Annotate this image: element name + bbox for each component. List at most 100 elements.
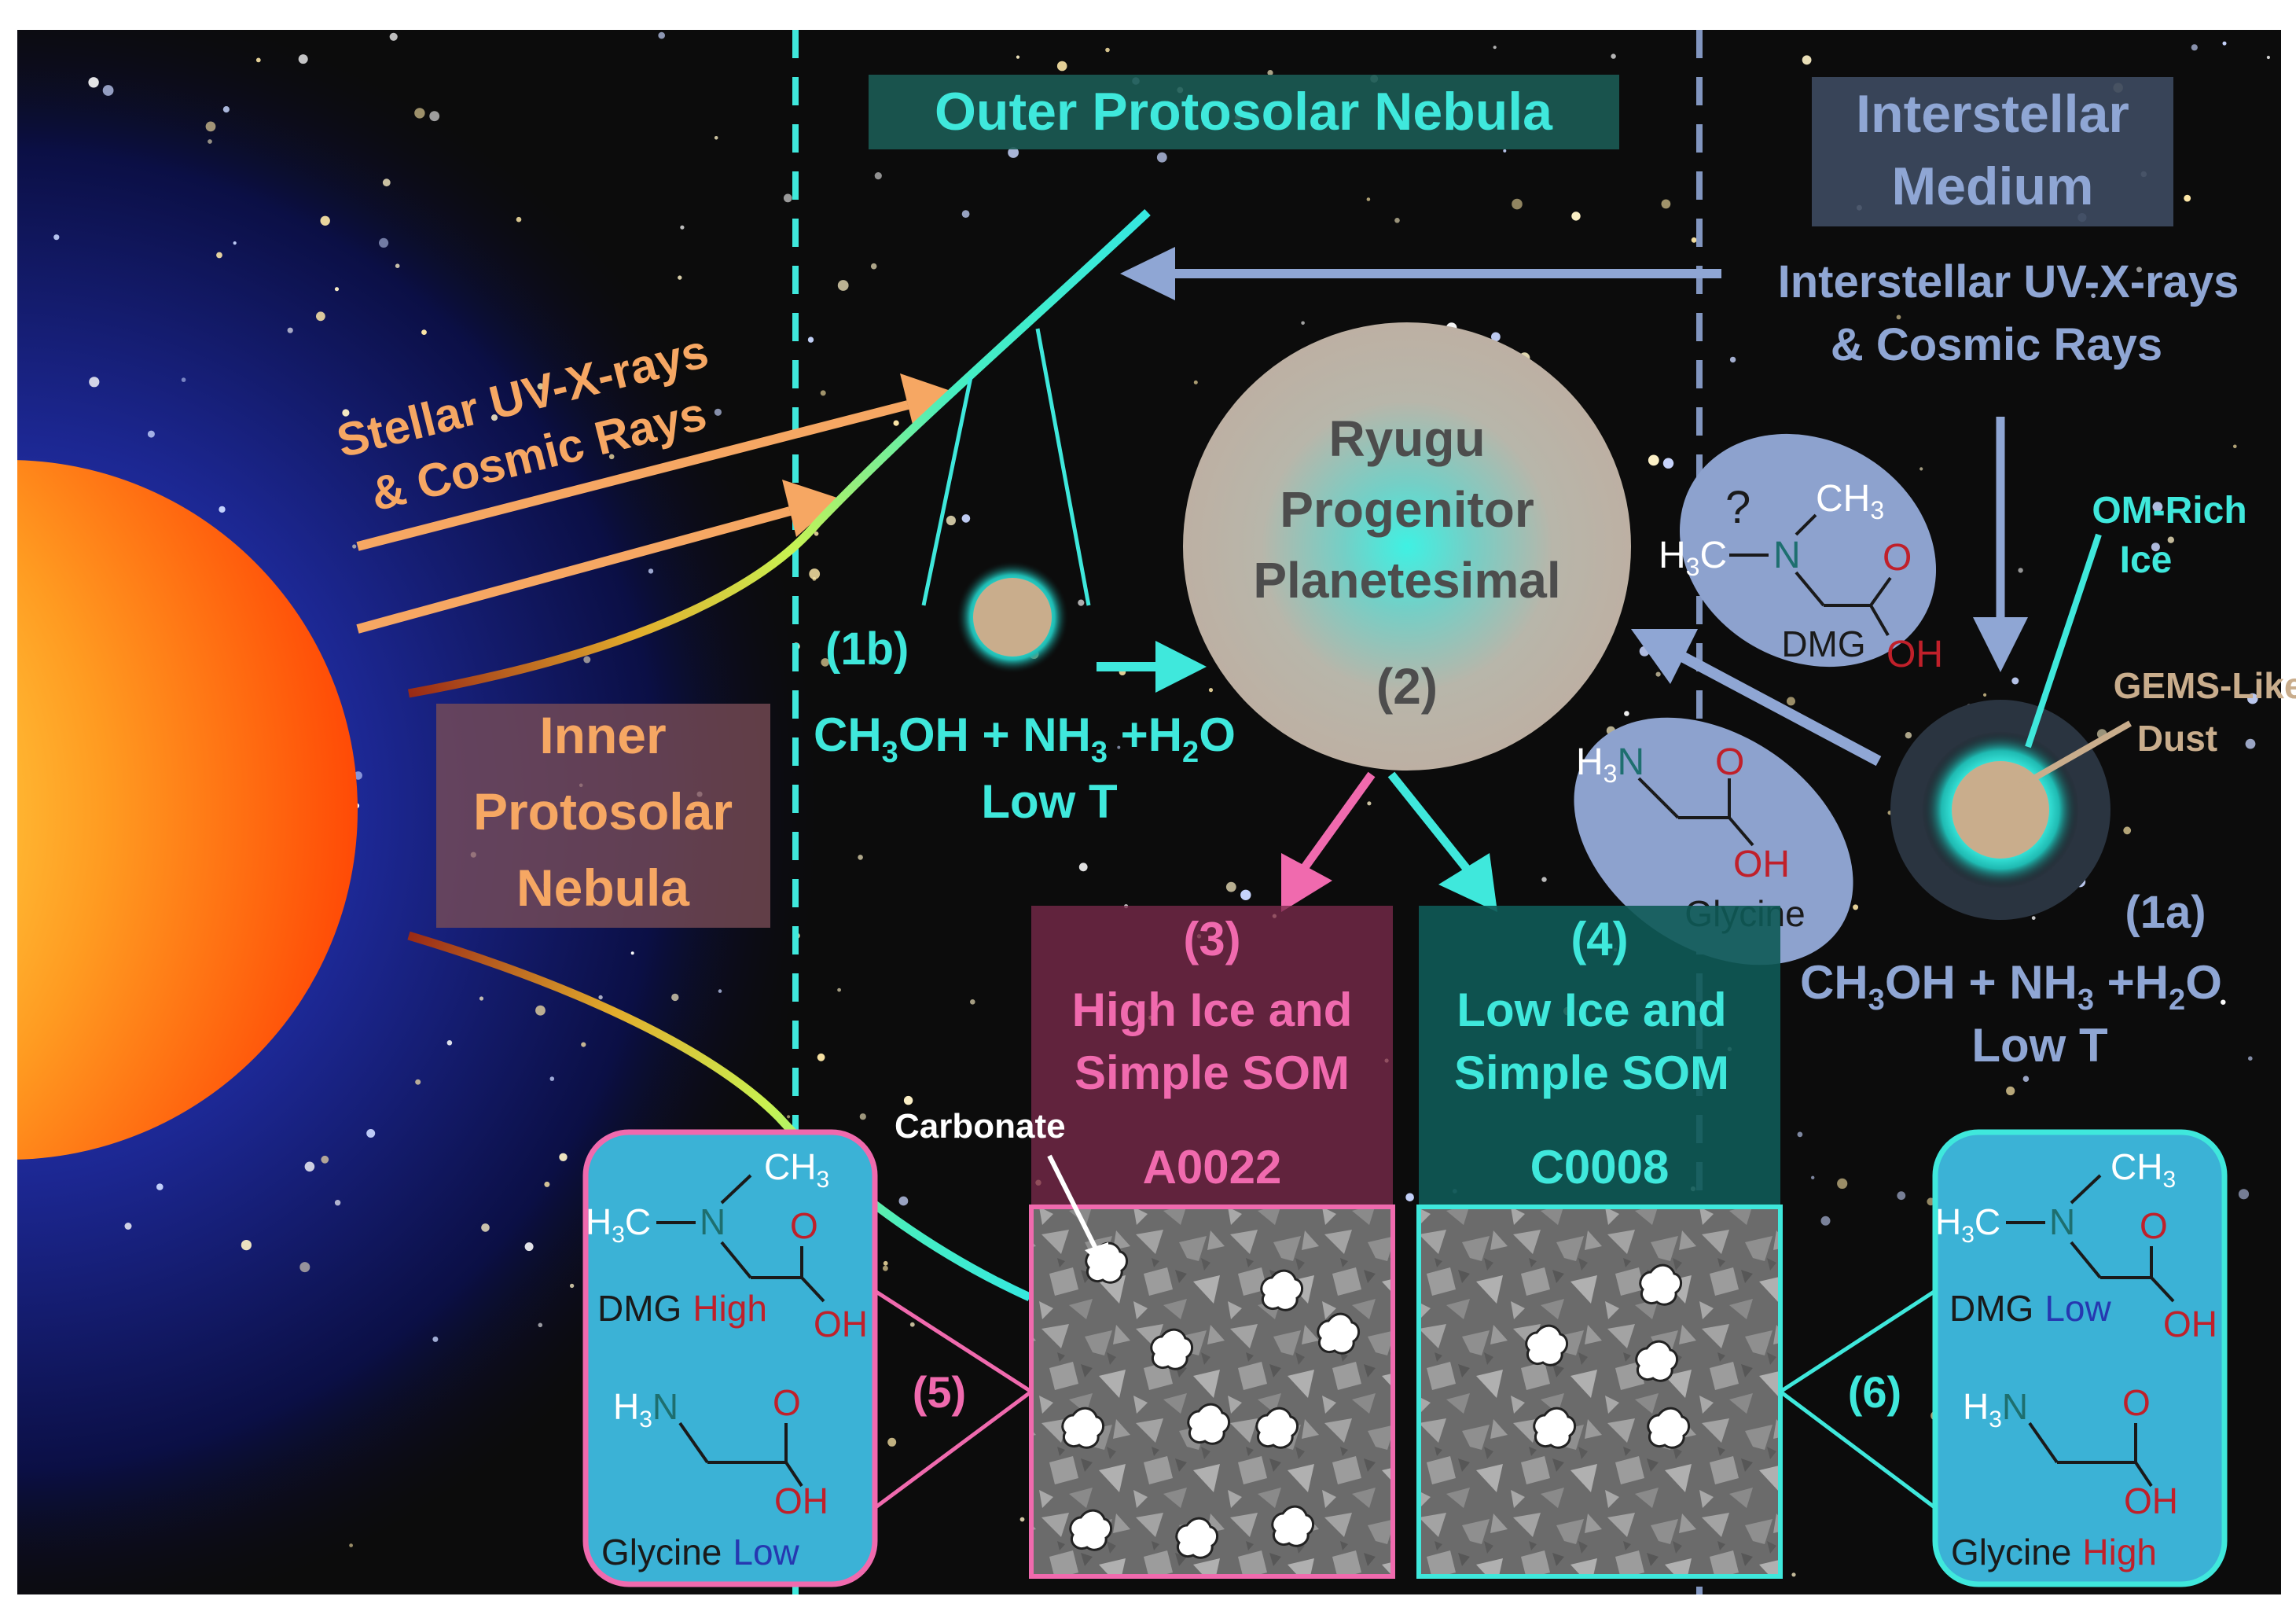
- dmg-ism-n: N: [1773, 535, 1801, 576]
- star: [216, 252, 222, 259]
- star: [961, 514, 971, 523]
- left-margin: [0, 440, 17, 1179]
- carbonate-grain: [1175, 1517, 1218, 1559]
- star: [1655, 671, 1661, 677]
- result-6-step: (6): [1848, 1367, 1901, 1417]
- result-5-dmg-bond-3: [720, 1241, 752, 1279]
- zoom-line-left: [921, 377, 973, 606]
- star: [53, 234, 60, 241]
- grain-1b-step: (1b): [825, 623, 909, 675]
- result-5-gly-bond-1: [678, 1422, 709, 1464]
- sample-c-carbonate-grains: [1525, 1263, 1690, 1449]
- stellar-ray-2: [356, 506, 792, 634]
- star: [2247, 693, 2258, 704]
- star: [321, 1155, 329, 1164]
- carbonate-grain: [1271, 1505, 1314, 1547]
- star: [1729, 356, 1736, 363]
- star: [1019, 1517, 1025, 1522]
- grain-1b-arrowhead: [1155, 641, 1207, 693]
- star: [909, 1322, 915, 1327]
- star: [2248, 1056, 2253, 1061]
- arrow-to-sample-a: [1297, 771, 1376, 876]
- glycine-ism-molecule: H3N O OH Glycine: [1574, 717, 1853, 965]
- result-5-dmg-o: O: [790, 1205, 818, 1246]
- ism-label-box: [1812, 77, 2173, 226]
- result-5-dmg-bond-6: [800, 1276, 825, 1303]
- star: [648, 568, 654, 574]
- star: [414, 108, 425, 119]
- star: [581, 1042, 586, 1047]
- star: [102, 85, 114, 96]
- sample-c-line2: Simple SOM: [1454, 1046, 1729, 1099]
- star: [549, 1076, 555, 1081]
- stellar-ray-2-arrowhead: [782, 480, 839, 537]
- carbonate-grain: [1061, 1407, 1104, 1449]
- dmg-ism-bond-5: [1869, 576, 1892, 607]
- star: [349, 1543, 353, 1547]
- carbonate-grain: [1639, 1263, 1682, 1306]
- carbonate-pointer: [1047, 1154, 1099, 1252]
- sample-a-id: A0022: [1143, 1141, 1282, 1194]
- outer-nebula-label-box: [869, 75, 1619, 149]
- grain-1b-formula: CH3OH + NH3 +H2O: [814, 708, 1236, 769]
- om-ice-label-line1: OM-Rich: [2092, 490, 2246, 531]
- star: [821, 658, 829, 667]
- glycine-ism-oh: OH: [1733, 844, 1790, 885]
- result-5-dmg-h3c: H3C: [586, 1201, 651, 1248]
- star: [1117, 745, 1121, 749]
- star: [1225, 881, 1236, 892]
- result-6-gly-o: O: [2122, 1382, 2151, 1423]
- star: [837, 280, 849, 291]
- dmg-ism-bond-2: [1795, 513, 1817, 536]
- planetesimal-label-line2: Progenitor: [1280, 481, 1534, 538]
- inner-nebula-line3: Nebula: [516, 859, 690, 917]
- dmg-ism-o: O: [1883, 537, 1912, 579]
- result-5-panel: [582, 1129, 878, 1587]
- dmg-ism-unknown: ?: [1725, 482, 1750, 533]
- star: [156, 1183, 163, 1190]
- star: [837, 988, 841, 992]
- glycine-ism-h3n: H3N: [1576, 741, 1644, 788]
- star: [1820, 1216, 1831, 1226]
- carbonate-grain: [1150, 1328, 1193, 1370]
- star: [814, 531, 819, 536]
- result-6-connector-top: [1779, 1287, 1939, 1394]
- om-ice-label-line2: Ice: [2120, 539, 2173, 581]
- star: [883, 1260, 888, 1266]
- star: [870, 263, 877, 270]
- grain-1a-formula: CH3OH + NH3 +H2O: [1800, 956, 2222, 1017]
- sample-a-label-box: [1031, 906, 1393, 1220]
- star: [1078, 599, 1085, 606]
- star: [537, 383, 544, 390]
- star: [208, 139, 212, 144]
- star: [320, 215, 330, 226]
- result-6-dmg-n: N: [2049, 1201, 2075, 1242]
- star: [1267, 70, 1273, 76]
- star: [1853, 904, 1859, 910]
- star: [316, 311, 325, 322]
- star: [1811, 1175, 1815, 1180]
- star: [299, 1262, 310, 1273]
- carbonate-grain: [1647, 1407, 1690, 1449]
- ism-to-planetesimal-arrowhead: [1631, 629, 1698, 684]
- glycine-ism-bond-1: [1637, 777, 1680, 819]
- star: [1571, 211, 1581, 221]
- planetesimal-label-line3: Planetesimal: [1253, 552, 1560, 609]
- carbonate-grain: [1533, 1407, 1576, 1449]
- star: [2238, 1189, 2250, 1200]
- star: [671, 993, 679, 1002]
- star: [352, 544, 357, 549]
- result-5-gly-oh: OH: [774, 1480, 828, 1521]
- star: [2136, 267, 2142, 273]
- star: [718, 989, 722, 993]
- star: [1791, 1572, 1796, 1577]
- star: [783, 193, 792, 203]
- interstellar-rays-label-line2: & Cosmic Rays: [1831, 319, 2162, 370]
- result-6-dmg-o: O: [2140, 1205, 2168, 1246]
- star: [421, 329, 427, 335]
- inner-nebula-line1: Inner: [539, 706, 666, 764]
